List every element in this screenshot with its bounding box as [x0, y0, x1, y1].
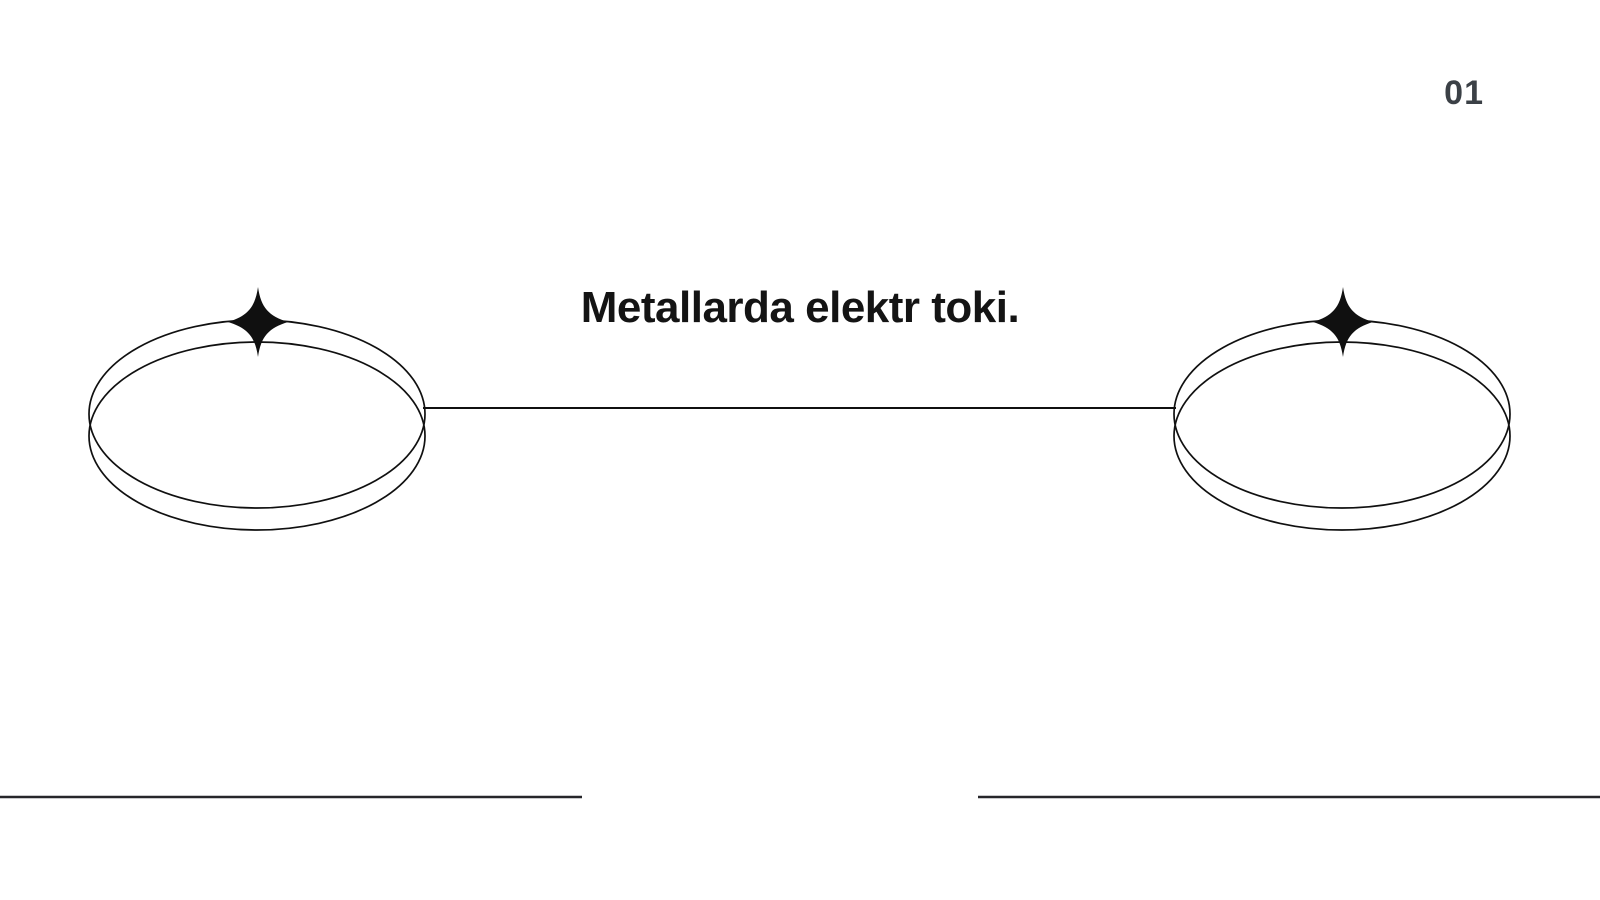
slide-title: Metallarda elektr toki. [580, 283, 1020, 332]
page-number: 01 [1444, 74, 1484, 112]
sparkle-icon [1313, 287, 1373, 357]
left-coil-loop [88, 287, 426, 531]
loop-ellipse-lower [88, 341, 426, 531]
loop-ellipse-lower [1173, 341, 1511, 531]
right-coil-loop [1173, 287, 1511, 531]
sparkle-icon [228, 287, 288, 357]
